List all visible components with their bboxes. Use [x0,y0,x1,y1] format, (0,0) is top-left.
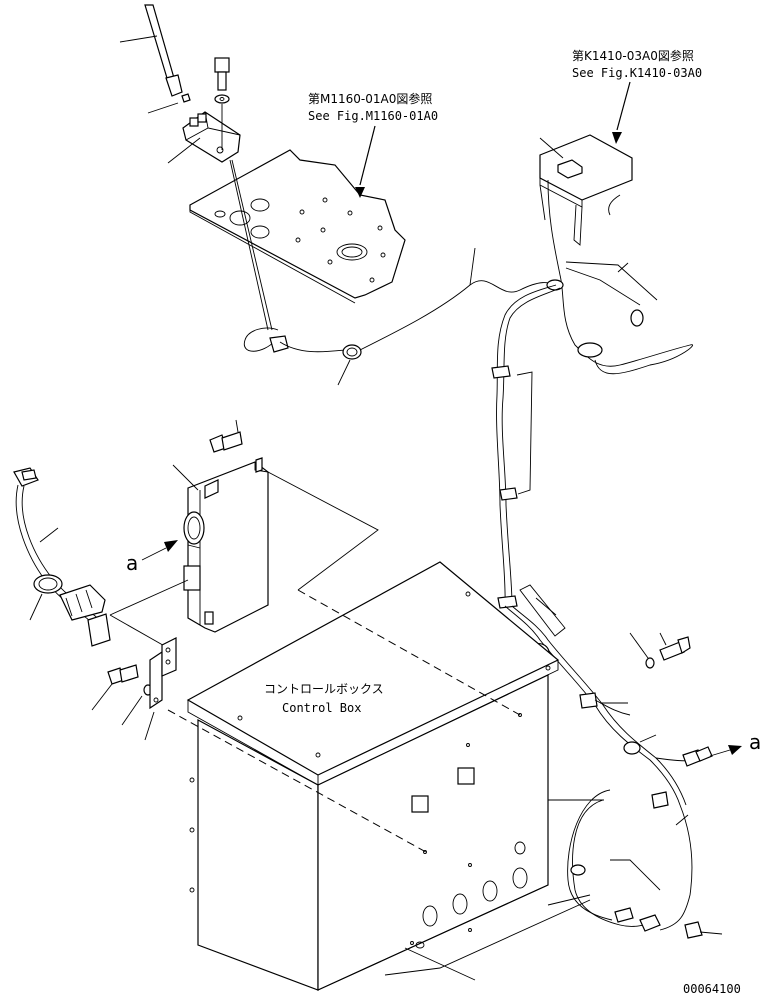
reference-en: See Fig.M1160-01A0 [308,109,438,123]
control-box-label-jp: コントロールボックス [264,682,384,696]
bracket-bolt [214,57,230,150]
antenna-cable [229,159,557,386]
control-box-label-en: Control Box [282,701,361,715]
small-bracket [144,637,177,741]
radio-unit [539,134,693,375]
view-marker-a-left: a [126,551,138,575]
control-box: コントロールボックス Control Box [186,561,560,991]
drawing-number: 00064100 [683,982,741,996]
antenna [119,4,183,97]
projection-lines [267,471,591,981]
controller-unit [172,457,269,633]
reference-label-m1160: 第M1160-01A0図参照 See Fig.M1160-01A0 [308,91,438,198]
dashed-guides [167,589,521,853]
bolt-washer-left [91,664,153,726]
antenna-bracket [147,93,241,164]
bolt-washer-right [629,632,691,669]
view-marker-a-right: a [749,730,761,754]
harness-left [13,467,189,649]
controller-bolt [209,419,243,453]
reference-jp: 第M1160-01A0図参照 [308,91,432,106]
mounting-plate [189,149,406,304]
reference-label-k1410: 第K1410-03A0図参照 See Fig.K1410-03A0 [572,48,702,144]
reference-en: See Fig.K1410-03A0 [572,66,702,80]
view-marker-left: a [126,540,178,575]
reference-jp: 第K1410-03A0図参照 [572,48,694,63]
harness-branch-right: a [548,730,761,939]
